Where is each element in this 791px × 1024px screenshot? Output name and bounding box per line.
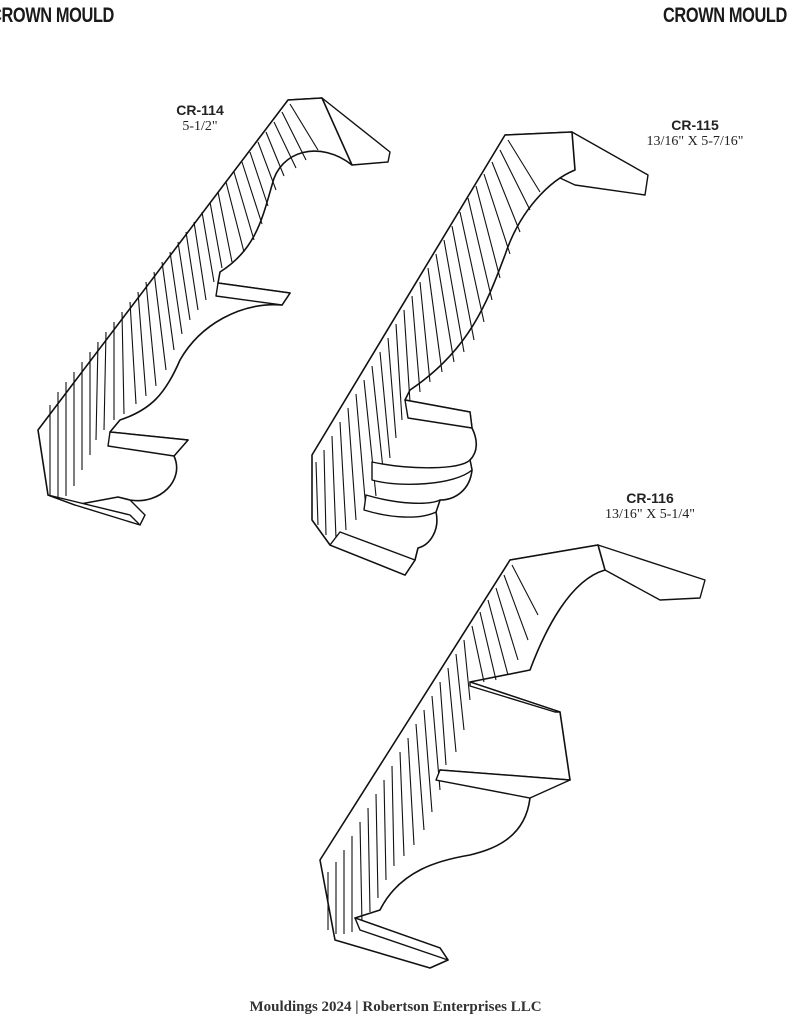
profile-dimensions: 13/16" X 5-1/4" [605, 507, 695, 522]
profile-label-cr-115: CR-115 13/16" X 5-7/16" [620, 117, 770, 150]
profile-dimensions: 5-1/2" [182, 119, 218, 134]
profile-dimensions: 13/16" X 5-7/16" [646, 134, 744, 149]
cr-114-profile-drawing [37, 97, 391, 526]
profile-label-cr-114: CR-114 5-1/2" [160, 102, 240, 135]
cr-115-profile-drawing [311, 131, 649, 576]
cr-116-profile-drawing [319, 544, 706, 969]
page-footer: Mouldings 2024 | Robertson Enterprises L… [249, 999, 542, 1015]
profile-code: CR-116 [626, 490, 674, 506]
profile-code: CR-115 [671, 117, 719, 133]
page-title-left: CROWN MOULD [0, 4, 115, 27]
profile-label-cr-116: CR-116 13/16" X 5-1/4" [575, 490, 725, 523]
profile-code: CR-114 [176, 102, 224, 118]
page-title-right: CROWN MOULD [662, 4, 787, 27]
